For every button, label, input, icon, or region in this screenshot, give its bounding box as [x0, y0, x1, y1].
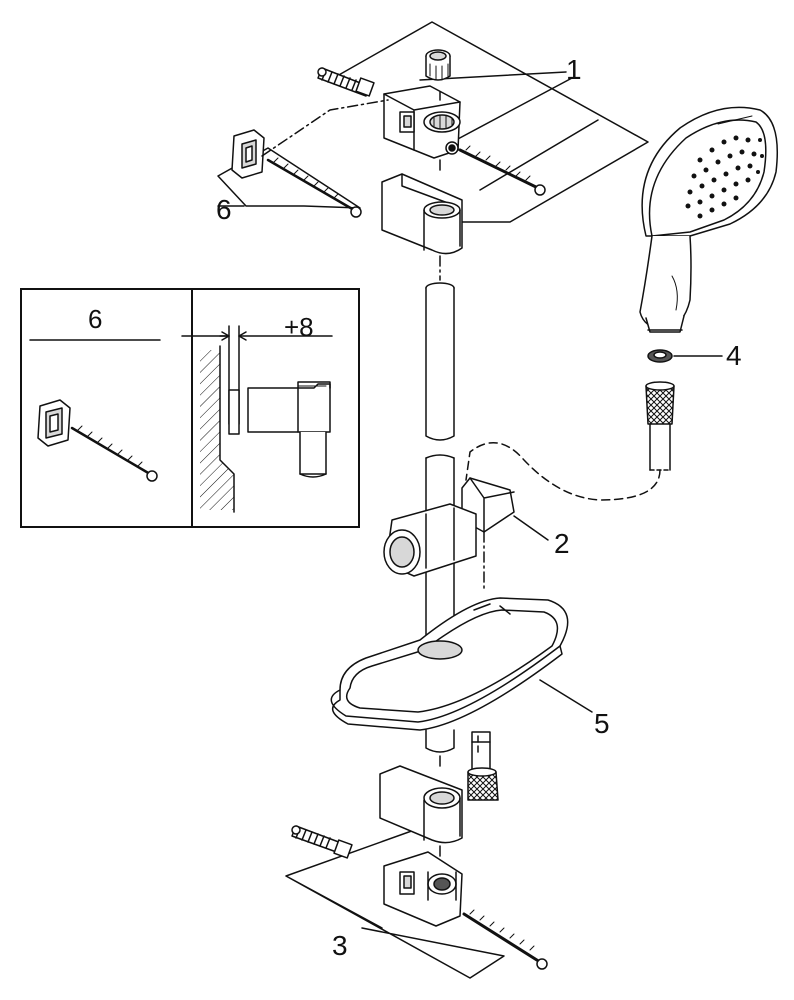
top-bracket-assembly: [317, 21, 649, 281]
inset-divider: [191, 290, 193, 526]
spray-face-nozzles: [685, 135, 764, 219]
hose-end-fitting: [467, 731, 499, 801]
anchor-screw: [266, 157, 362, 218]
installation-detail-inset: 6 +8: [20, 288, 360, 528]
inset-rail-stub: [299, 431, 327, 475]
callout-label-4: 4: [726, 340, 742, 371]
slider-holder: [383, 477, 549, 591]
callout-2-leader: [513, 515, 549, 541]
bottom-long-screw: [462, 909, 548, 970]
top-long-screw: [458, 145, 546, 196]
callout-label-6: 6: [216, 194, 232, 225]
inset-anchor-block: [37, 399, 71, 447]
inset-spacer: [228, 389, 240, 435]
callout-1-group-lines: [329, 21, 649, 223]
callout-5-leader: [539, 679, 593, 713]
bottom-wall-plug: [291, 825, 353, 859]
shower-hose: [465, 381, 675, 757]
hand-shower: [639, 106, 779, 333]
seal-washer: [647, 349, 723, 363]
wall-anchor-kit-6: [217, 99, 389, 218]
wall-anchor-block: [231, 129, 265, 179]
bottom-bracket-assembly: [285, 755, 548, 979]
inset-left-label: 6: [88, 304, 103, 334]
soap-dish: [330, 597, 593, 731]
callout-label-5: 5: [594, 708, 610, 739]
top-wall-plug: [317, 67, 375, 97]
inset-bracket: [247, 383, 331, 433]
inset-anchor-screw: [70, 425, 158, 482]
callout-label-1: 1: [566, 54, 582, 85]
callout-label-3: 3: [332, 930, 348, 961]
callout-label-2: 2: [554, 528, 570, 559]
bottom-sleeve-clip: [379, 765, 463, 844]
bottom-bracket-body: [383, 851, 463, 927]
inset-wall-hatch: [200, 350, 234, 510]
callout-3-group-lines: [285, 827, 505, 979]
top-sleeve-clip: [381, 173, 463, 255]
top-bracket-body: [383, 85, 461, 159]
inset-wall-face: [219, 345, 235, 513]
inset-drawing: [29, 325, 333, 513]
top-cap: [425, 49, 451, 81]
